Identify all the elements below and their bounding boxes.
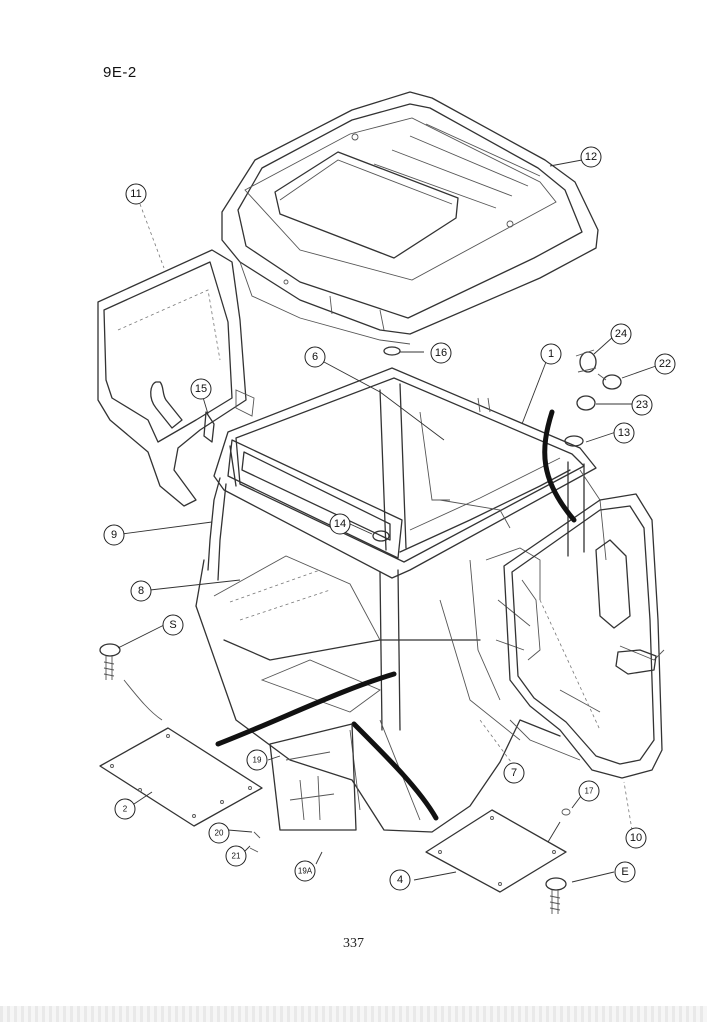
callout-10: 10 <box>625 827 647 849</box>
callout-label: 21 <box>232 852 241 861</box>
callout-label: 14 <box>334 518 346 530</box>
callout-label: 19A <box>298 867 313 876</box>
floor-plate-2 <box>99 727 263 827</box>
callout-22: 22 <box>654 353 676 375</box>
callout-12: 12 <box>580 146 602 168</box>
callout-S: S <box>162 614 184 636</box>
washer-17 <box>561 808 571 816</box>
callout-label: 4 <box>397 874 403 886</box>
callout-label: 6 <box>312 351 318 363</box>
page-code: 9E-2 <box>103 64 137 81</box>
seal-strip-thin <box>123 679 163 721</box>
knob-e <box>545 877 567 914</box>
callout-label: S <box>169 619 176 631</box>
callout-17: 17 <box>578 780 600 802</box>
callout-label: 20 <box>215 829 224 838</box>
callout-label: E <box>621 866 628 878</box>
callout-label: 13 <box>618 427 630 439</box>
callout-label: 19 <box>253 756 262 765</box>
callout-9: 9 <box>103 524 125 546</box>
callout-7: 7 <box>503 762 525 784</box>
screw-20-21 <box>249 831 261 853</box>
page-number: 337 <box>343 936 364 951</box>
knob-s <box>99 643 121 680</box>
callout-6: 6 <box>304 346 326 368</box>
callout-16: 16 <box>430 342 452 364</box>
callout-label: 22 <box>659 358 671 370</box>
door-seal <box>542 409 577 523</box>
callout-20: 20 <box>208 822 230 844</box>
callout-label: 1 <box>548 348 554 360</box>
callout-2: 2 <box>114 798 136 820</box>
floor-plate-4 <box>425 809 567 893</box>
front-seal-strip <box>215 671 397 747</box>
plug-13 <box>564 435 584 447</box>
callout-label: 12 <box>585 151 597 163</box>
callout-label: 23 <box>636 399 648 411</box>
screw-22 <box>597 373 607 381</box>
callout-label: 16 <box>435 347 447 359</box>
callout-4: 4 <box>389 869 411 891</box>
callout-19A: 19A <box>294 860 316 882</box>
cap-22 <box>602 374 622 390</box>
left-rear-window <box>97 249 255 507</box>
clip-15 <box>203 411 215 443</box>
callout-label: 2 <box>123 805 128 814</box>
callout-label: 7 <box>511 767 517 779</box>
callout-13: 13 <box>613 422 635 444</box>
callout-label: 9 <box>111 529 117 541</box>
roof-panel <box>221 91 599 345</box>
callout-label: 24 <box>615 328 627 340</box>
callout-24: 24 <box>610 323 632 345</box>
callout-label: 10 <box>630 832 642 844</box>
callout-E: E <box>614 861 636 883</box>
callout-11: 11 <box>125 183 147 205</box>
plug-14 <box>372 530 390 542</box>
cap-23 <box>576 395 596 411</box>
plug-16 <box>383 346 401 356</box>
knob-24 <box>575 349 597 373</box>
callout-8: 8 <box>130 580 152 602</box>
callout-label: 15 <box>195 383 207 395</box>
rear-seal-strip <box>351 721 439 821</box>
callout-label: 17 <box>585 787 594 796</box>
scan-edge-band <box>0 1006 707 1022</box>
callout-1: 1 <box>540 343 562 365</box>
callout-19: 19 <box>246 749 268 771</box>
callout-14: 14 <box>329 513 351 535</box>
callout-15: 15 <box>190 378 212 400</box>
panel-19 <box>269 723 357 831</box>
callout-23: 23 <box>631 394 653 416</box>
callout-label: 8 <box>138 585 144 597</box>
callout-label: 11 <box>130 188 141 200</box>
callout-21: 21 <box>225 845 247 867</box>
right-door <box>503 493 665 779</box>
